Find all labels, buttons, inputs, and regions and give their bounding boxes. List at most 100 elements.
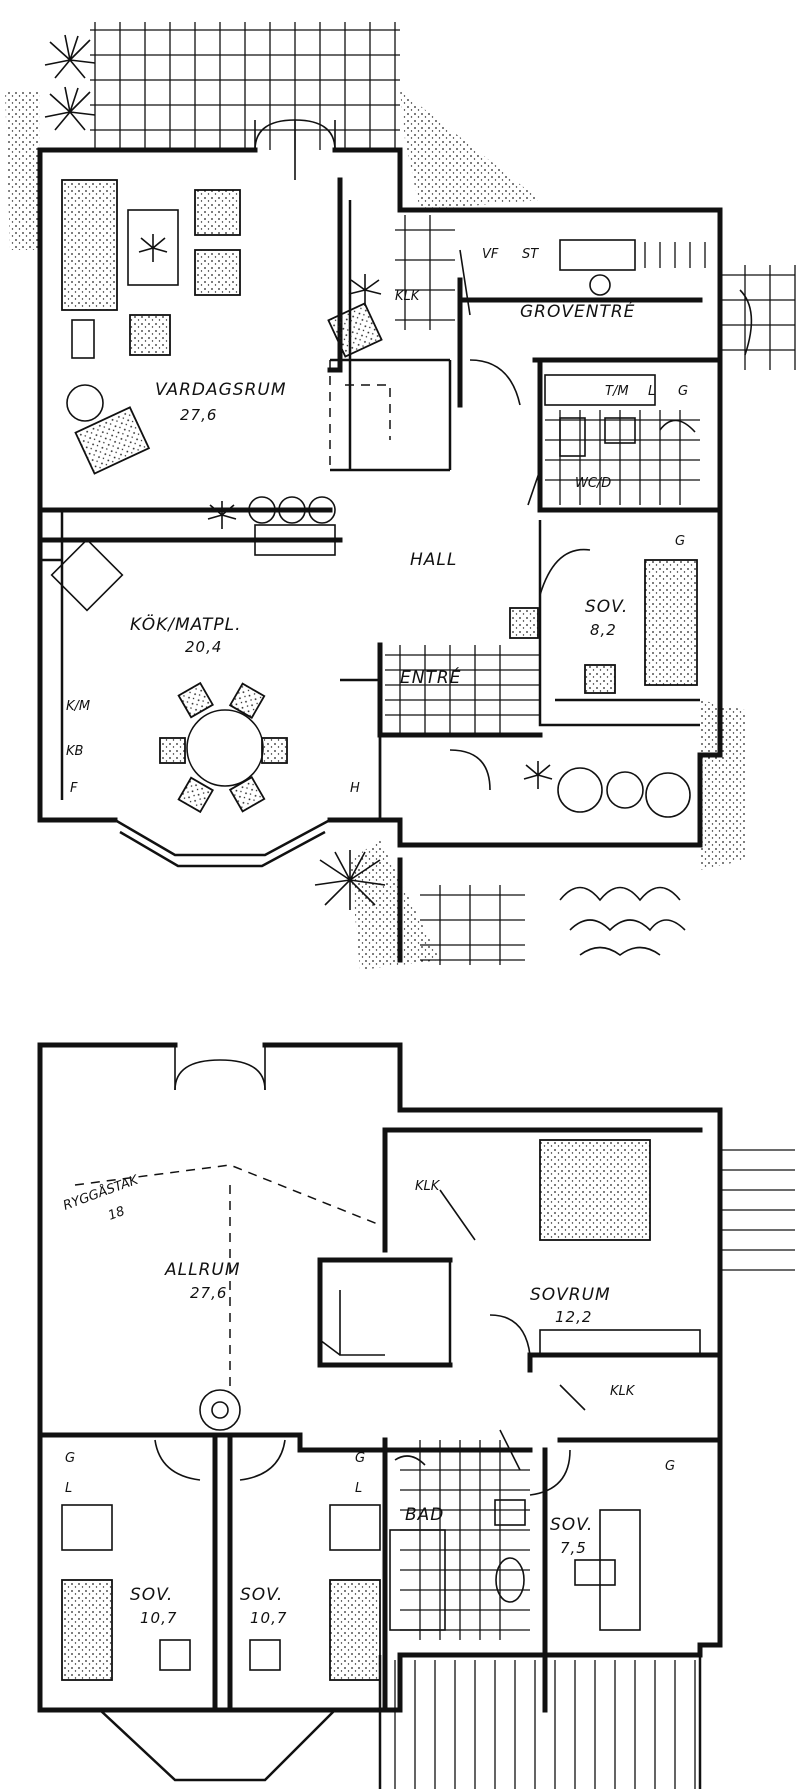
upper-floor-plan: ALLRUM 27,6 SOVRUM 12,2 SOV. 7,5 SOV. 10… <box>37 1042 795 1789</box>
closet <box>559 239 636 271</box>
bed <box>329 1579 381 1681</box>
desk-chair <box>159 1639 191 1671</box>
bed <box>61 1579 113 1681</box>
corner-sink <box>50 538 124 612</box>
terrace-french-doors <box>254 119 336 180</box>
patio-table <box>606 771 644 809</box>
garden-stipple-bottom <box>350 840 440 970</box>
patio-chair <box>645 772 691 818</box>
shrub-icon <box>559 886 686 956</box>
bathtub <box>389 1529 446 1631</box>
room-label-groventre: GROVENTRÉ <box>520 300 635 322</box>
plant-icon <box>314 850 386 910</box>
room-area-kok-matpl: 20,4 <box>185 638 222 656</box>
armchair <box>327 302 383 358</box>
garden-stipple-left <box>5 90 40 250</box>
fixture-label-l1: L <box>65 1481 72 1496</box>
washbasin <box>495 1557 525 1603</box>
upper-outer-wall <box>37 1042 723 1713</box>
armchair <box>129 314 171 356</box>
fixture-label-f: F <box>70 781 78 796</box>
fixture-label-kb: KB <box>66 744 84 759</box>
armchair <box>61 1504 113 1551</box>
upper-stair <box>199 1290 385 1431</box>
room-label-hall: HALL <box>410 550 457 570</box>
fixture-label-l: L <box>648 384 655 399</box>
shower <box>659 419 696 433</box>
bay-window-bottom <box>99 1709 336 1782</box>
bathroom-fixtures <box>389 1440 530 1640</box>
desk <box>574 1559 616 1586</box>
room-label-allrum: ALLRUM <box>164 1260 241 1280</box>
dining-bay-window <box>114 818 331 868</box>
bar-counter <box>254 524 336 556</box>
toilet <box>494 1499 526 1526</box>
sofa <box>61 179 118 311</box>
garden-stipple-right <box>700 700 745 870</box>
laundry-counter <box>544 374 656 406</box>
roof-note: 18 <box>106 1204 127 1224</box>
upper-french-doors <box>174 1045 266 1091</box>
bed-frame <box>599 1509 641 1631</box>
room-label-sov-ground: SOV. <box>585 597 628 617</box>
patio-furniture <box>523 761 691 818</box>
kitchen-counters <box>40 496 336 800</box>
room-area-vardagsrum: 27,6 <box>180 406 217 424</box>
room-area-sov-right: 10,7 <box>250 1609 287 1627</box>
armchair <box>74 406 151 475</box>
fixture-label-vf: VF <box>482 247 499 262</box>
dining-table-set <box>159 681 288 814</box>
plant-icon <box>44 34 96 131</box>
floor-lamp <box>66 384 104 422</box>
fixture-label-g-groventre: G <box>678 384 688 399</box>
chair <box>584 664 616 694</box>
fixture-label-l2: L <box>355 1481 362 1496</box>
fixture-label-g-sov: G <box>675 534 685 549</box>
room-area-allrum: 27,6 <box>190 1284 227 1302</box>
room-label-vardagsrum: VARDAGSRUM <box>155 380 287 400</box>
room-label-kok-matpl: KÖK/MATPL. <box>130 613 242 635</box>
living-room-furniture <box>61 179 383 475</box>
room-area-sov-left: 10,7 <box>140 1609 177 1627</box>
room-area-sov-upper-small: 7,5 <box>560 1539 587 1557</box>
fixture-label-g3: G <box>665 1459 675 1474</box>
fixture-label-klk: KLK <box>395 289 421 304</box>
fixture-label-klk-mid: KLK <box>610 1384 636 1399</box>
stair-outline <box>329 360 391 470</box>
fixture-label-klk-top: KLK <box>415 1179 441 1194</box>
ground-floor-plan: VARDAGSRUM 27,6 KÖK/MATPL. 20,4 HALL GRO… <box>5 22 796 970</box>
bedside-table <box>509 607 539 639</box>
side-table <box>71 319 95 359</box>
desk-chair <box>249 1639 281 1671</box>
ground-outer-wall <box>37 147 723 963</box>
fixture-label-g1: G <box>65 1451 75 1466</box>
bed <box>644 559 698 686</box>
stair-right <box>720 1149 795 1271</box>
door-swings <box>449 249 753 791</box>
room-area-sov-ground: 8,2 <box>590 621 617 639</box>
fixture-label-st: ST <box>522 247 539 262</box>
room-area-sovrum: 12,2 <box>555 1308 592 1326</box>
armchair <box>194 249 241 296</box>
roof-label-ryggastak: RYGGÅSTAK <box>61 1171 142 1213</box>
patio-chair <box>557 767 603 813</box>
room-label-entre: ENTRÉ <box>400 666 461 688</box>
fixture-label-g2: G <box>355 1451 365 1466</box>
door-swings-upper <box>154 1189 586 1496</box>
room-label-sov-right: SOV. <box>240 1585 283 1605</box>
washbasin <box>604 417 636 444</box>
entrance-steps <box>420 885 525 965</box>
groventre-floor <box>395 215 455 330</box>
coffee-table <box>127 209 179 286</box>
utility-fixtures <box>509 239 706 694</box>
garden-stipple-top <box>400 90 540 210</box>
fixture-label-km: K/M <box>66 699 90 714</box>
shower <box>394 1455 426 1466</box>
entrance-floor <box>385 645 540 735</box>
armchair <box>194 189 241 236</box>
fixture-label-tm: T/M <box>605 384 629 399</box>
toilet <box>559 417 586 457</box>
room-label-wc-d: WC/D <box>575 476 611 491</box>
fixture-label-h: H <box>350 781 360 796</box>
room-label-sovrum: SOVRUM <box>530 1285 611 1305</box>
